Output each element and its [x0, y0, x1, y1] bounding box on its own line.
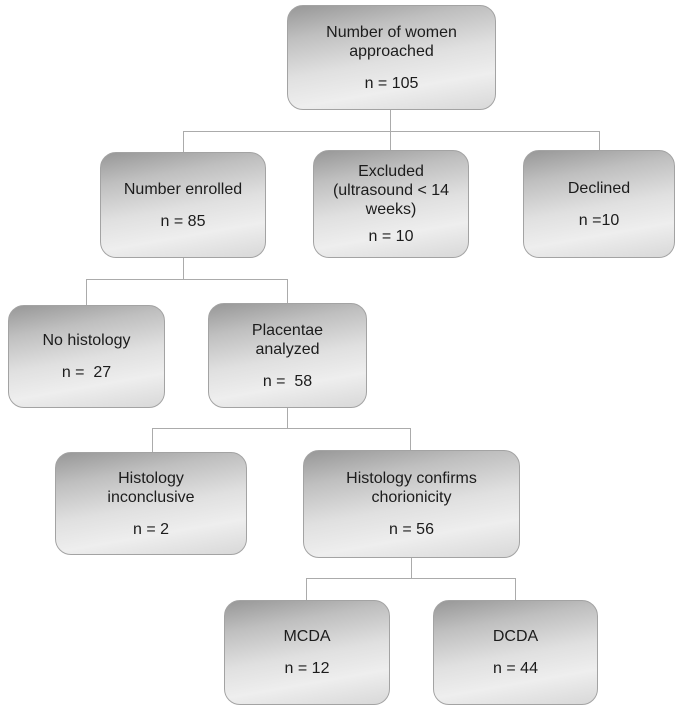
connector-enrolled-bar [86, 279, 287, 280]
connector-drop-inconclusive [152, 428, 153, 452]
node-women-approached: Number of women approached n = 105 [287, 5, 496, 110]
node-label: No histology [42, 332, 131, 349]
connector-drop-mcda [306, 578, 307, 600]
connector-approached-stem [390, 110, 391, 131]
connector-drop-dcda [515, 578, 516, 600]
node-excluded: Excluded (ultrasound < 14 weeks) n = 10 [313, 150, 469, 258]
node-label: Number enrolled [123, 180, 243, 198]
node-count: n = 85 [160, 212, 206, 230]
node-count: n = 2 [132, 520, 170, 538]
node-count: n = 10 [368, 228, 414, 245]
node-label: DCDA [492, 628, 539, 645]
node-declined: Declined n =10 [523, 150, 675, 258]
connector-approached-bar [183, 131, 600, 132]
connector-placentae-stem [287, 408, 288, 428]
connector-drop-no-histology [86, 279, 87, 305]
connector-drop-confirms [410, 428, 411, 450]
connector-enrolled-stem [183, 258, 184, 279]
node-label: Declined [567, 179, 631, 197]
node-count: n = 12 [284, 660, 330, 677]
node-label: Excluded (ultrasound < 14 weeks) [332, 163, 450, 218]
node-placentae-analyzed: Placentae analyzed n = 58 [208, 303, 367, 408]
node-count: n = 44 [493, 660, 538, 677]
node-no-histology: No histology n = 27 [8, 305, 165, 408]
connector-drop-placentae [287, 279, 288, 303]
node-mcda: MCDA n = 12 [224, 600, 390, 705]
connector-drop-declined [599, 131, 600, 150]
connector-drop-enrolled [183, 131, 184, 152]
node-number-enrolled: Number enrolled n = 85 [100, 152, 266, 258]
node-label: Histology inconclusive [107, 469, 195, 506]
node-histology-confirms: Histology confirms chorionicity n = 56 [303, 450, 520, 558]
node-label: Histology confirms chorionicity [346, 470, 477, 506]
node-count: n =10 [578, 211, 620, 229]
node-count: n = 105 [364, 74, 419, 92]
node-count: n = 58 [262, 372, 313, 390]
node-histology-inconclusive: Histology inconclusive n = 2 [55, 452, 247, 555]
node-count: n = 56 [389, 521, 434, 538]
connector-confirms-bar [306, 578, 515, 579]
connector-confirms-stem [411, 558, 412, 578]
connector-placentae-bar [152, 428, 410, 429]
node-dcda: DCDA n = 44 [433, 600, 598, 705]
node-label: Placentae analyzed [251, 321, 324, 358]
node-label: Number of women approached [326, 23, 457, 60]
node-count: n = 27 [61, 364, 112, 381]
connector-drop-excluded [390, 131, 391, 150]
node-label: MCDA [283, 628, 331, 645]
